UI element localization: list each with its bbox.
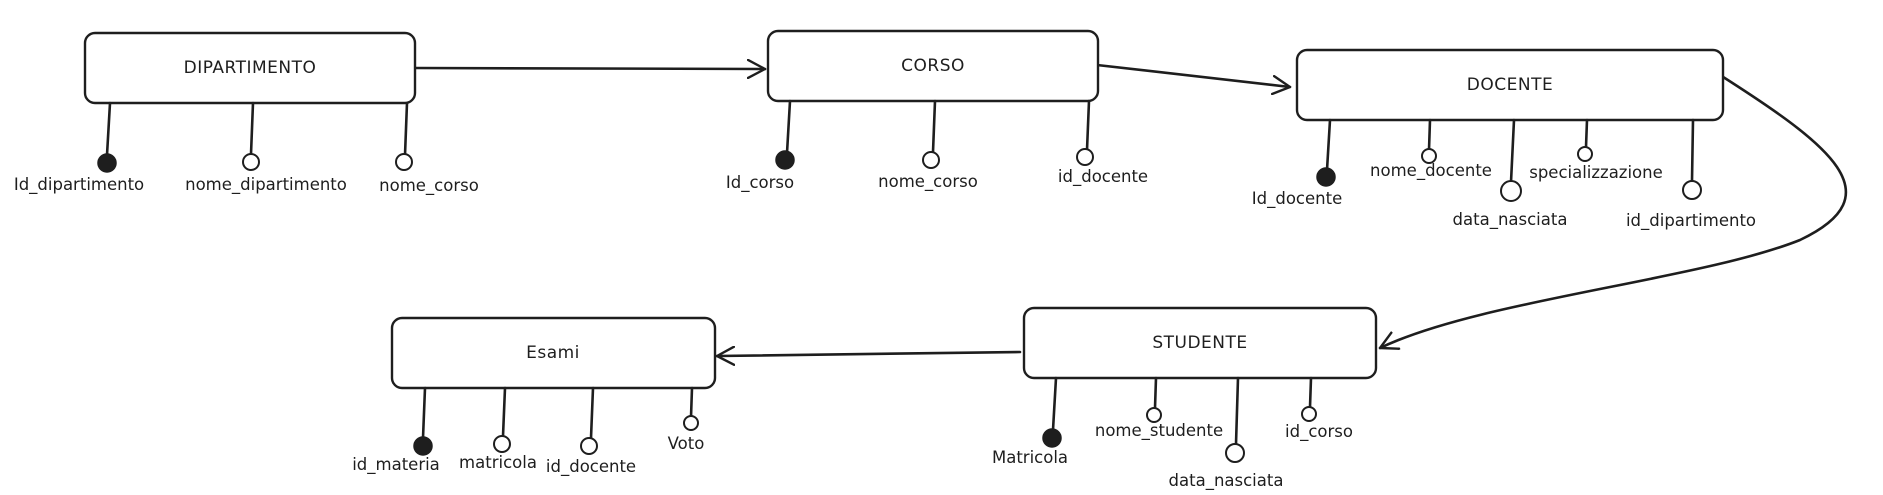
attribute-connector (1690, 118, 1695, 183)
attribute-marker (1421, 148, 1437, 164)
attribute-label: id_dipartimento (1626, 211, 1756, 231)
attribute-connector (1325, 118, 1332, 172)
attribute-matricola: Matricola (992, 376, 1068, 467)
attribute-marker (1577, 146, 1593, 162)
attribute-specializzazione: specializzazione (1529, 118, 1663, 182)
attribute-id-materia: id_materia (352, 386, 440, 475)
attribute-nome-studente: nome_studente (1095, 376, 1223, 441)
attribute-id-dipartimento: Id_dipartimento (14, 101, 144, 195)
attribute-label: id_docente (546, 457, 636, 477)
attribute-id-dipartimento: id_dipartimento (1626, 118, 1756, 231)
attribute-connector (1153, 376, 1158, 410)
attribute-marker (1076, 148, 1094, 166)
attribute-nome-corso: nome_corso (379, 101, 479, 196)
attribute-connector (1509, 118, 1516, 184)
attribute-id-corso: id_corso (1285, 376, 1353, 442)
attribute-marker (1682, 180, 1702, 200)
attribute-label: Matricola (992, 448, 1068, 467)
attribute-marker (493, 435, 511, 453)
attribute-connector (1584, 118, 1589, 149)
attribute-label: data_nasciata (1169, 471, 1284, 491)
attribute-label: Id_dipartimento (14, 175, 144, 195)
entity-title: STUDENTE (1152, 333, 1247, 353)
attribute-marker (580, 437, 598, 455)
attribute-marker (242, 153, 260, 171)
attribute-connector (1427, 118, 1432, 152)
attribute-marker (1500, 180, 1522, 202)
attribute-connector (589, 386, 595, 440)
attribute-id-docente: id_docente (546, 386, 636, 477)
attribute-label: id_docente (1058, 167, 1148, 187)
relation-corso-docente (1095, 63, 1292, 87)
attribute-data-nasciata: data_nasciata (1169, 376, 1284, 491)
entity-studente[interactable]: STUDENTE Matricola nome_studente data_na… (992, 306, 1378, 491)
entity-box (1022, 306, 1378, 380)
attribute-label: id_materia (352, 455, 440, 475)
attribute-marker (683, 415, 699, 431)
attribute-label: Id_corso (726, 173, 794, 193)
attribute-label: Id_docente (1252, 189, 1342, 209)
entity-title: DOCENTE (1467, 75, 1553, 95)
key-attribute-marker (1316, 167, 1336, 187)
attribute-label: nome_dipartimento (185, 175, 347, 195)
attribute-matricola: matricola (459, 386, 537, 472)
attribute-label: nome_corso (878, 172, 978, 192)
attribute-label: data_nasciata (1453, 210, 1568, 230)
attribute-connector (1234, 376, 1240, 446)
entity-esami[interactable]: Esami id_materia matricola id_docente Vo… (352, 316, 717, 477)
entity-box (390, 316, 717, 390)
attribute-label: Voto (668, 434, 705, 453)
attribute-connector (249, 101, 255, 156)
attribute-data-nasciata: data_nasciata (1453, 118, 1568, 230)
entity-box (83, 31, 417, 105)
attribute-connector (1051, 376, 1058, 432)
attribute-id-docente: Id_docente (1252, 118, 1342, 209)
entity-corso[interactable]: CORSO Id_corso nome_corso id_docente (726, 29, 1148, 193)
attribute-connector (785, 99, 792, 155)
entity-title: DIPARTIMENTO (184, 58, 317, 78)
relationships (413, 63, 1848, 356)
attribute-marker (395, 153, 413, 171)
key-attribute-marker (97, 153, 117, 173)
attribute-label: specializzazione (1529, 163, 1663, 182)
attribute-marker (1301, 406, 1317, 422)
attribute-connector (105, 101, 112, 157)
entity-box (1295, 48, 1725, 122)
attribute-connector (421, 386, 427, 440)
entity-dipartimento[interactable]: DIPARTIMENTO Id_dipartimento nome_dipart… (14, 31, 479, 196)
attribute-id-docente: id_docente (1058, 99, 1148, 187)
relation-docente-studente (1378, 73, 1848, 348)
attribute-connector (1085, 99, 1091, 152)
key-attribute-marker (413, 436, 433, 456)
entity-box (766, 29, 1100, 103)
attribute-label: nome_docente (1370, 161, 1492, 181)
attribute-marker (1225, 443, 1245, 463)
attribute-label: id_corso (1285, 422, 1353, 442)
entity-title: Esami (526, 343, 580, 363)
entity-docente[interactable]: DOCENTE Id_docente nome_docente data_nas… (1252, 48, 1756, 231)
attribute-connector (1308, 376, 1313, 409)
attribute-id-corso: Id_corso (726, 99, 795, 193)
attribute-marker (922, 151, 940, 169)
attribute-nome-corso: nome_corso (878, 99, 978, 192)
key-attribute-marker (775, 150, 795, 170)
attribute-connector (931, 99, 937, 154)
attribute-nome-docente: nome_docente (1370, 118, 1492, 181)
attribute-voto: Voto (668, 386, 705, 453)
attribute-nome-dipartimento: nome_dipartimento (185, 101, 347, 195)
attribute-label: matricola (459, 453, 537, 472)
attribute-connector (689, 386, 694, 419)
entity-title: CORSO (901, 56, 965, 76)
attribute-marker (1146, 407, 1162, 423)
attribute-label: nome_corso (379, 176, 479, 196)
attribute-label: nome_studente (1095, 421, 1223, 441)
attribute-connector (403, 101, 409, 157)
attribute-connector (501, 386, 507, 438)
relation-studente-esami (715, 352, 1022, 356)
relation-dipartimento-corso (413, 68, 767, 69)
key-attribute-marker (1042, 428, 1062, 448)
